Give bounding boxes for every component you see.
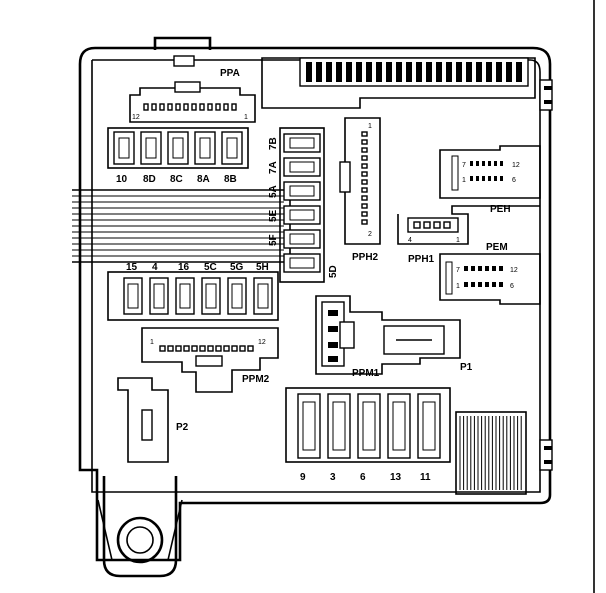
fuse-row-bottom	[285, 387, 451, 463]
fuse-label: 8A	[197, 174, 210, 185]
fuse	[140, 131, 162, 165]
fuse-label: 9	[300, 472, 306, 483]
latch-upper	[539, 79, 553, 111]
fuse	[327, 393, 351, 459]
fuse-label: 13	[390, 472, 402, 483]
ppm1-label: PPM1	[352, 368, 380, 379]
pph1-label: PPH1	[408, 254, 435, 265]
fuse-label: 8C	[170, 174, 183, 185]
p1-label: P1	[460, 362, 473, 373]
connector-ppm2: 1 12 PPM2	[141, 327, 279, 393]
fuse	[167, 131, 189, 165]
pem-pin-12: 12	[510, 267, 518, 274]
fuse-label: 11	[420, 472, 431, 483]
pph2-pin-1: 1	[368, 123, 372, 130]
fuse	[387, 393, 411, 459]
fuse-label: 10	[116, 174, 128, 185]
fuse-row-middle	[107, 271, 279, 321]
pem-pin-1: 1	[456, 283, 460, 290]
fuse-label: 7A	[268, 161, 279, 174]
connector-pem: 7 12 1 6 PEM	[439, 242, 541, 305]
peh-pin-6: 6	[512, 177, 516, 184]
ppm2-pin-12: 12	[258, 339, 266, 346]
fuse	[283, 229, 321, 249]
peh-pin-7: 7	[462, 162, 466, 169]
peh-label: PEH	[490, 204, 511, 215]
connector-peh: 7 12 1 6 PEH	[439, 145, 541, 215]
connector-pph2: 1 2 PPH2	[339, 117, 381, 263]
ppm2-pin-1: 1	[150, 339, 154, 346]
main-connector-block	[261, 57, 536, 109]
fuse-label: 5D	[328, 265, 339, 278]
fuse	[417, 393, 441, 459]
fuse-label: 16	[178, 262, 190, 273]
fuse	[357, 393, 381, 459]
mounting-stud	[97, 476, 183, 578]
pph2-label: PPH2	[352, 252, 379, 263]
fuse-label: 5C	[204, 262, 217, 273]
ppa-pin-12: 12	[132, 114, 140, 121]
pem-label: PEM	[486, 242, 508, 253]
pem-pin-6: 6	[510, 283, 514, 290]
pph2-pin-2: 2	[368, 231, 372, 238]
pph1-pin-1: 1	[456, 237, 460, 244]
connector-ppm1: PPM1 P1	[315, 295, 473, 379]
top-tab	[153, 36, 212, 67]
fuse-label: 5E	[268, 209, 279, 222]
fuse-label: 5H	[256, 262, 269, 273]
fuse-label: 3	[330, 472, 336, 483]
fuse-label: 15	[126, 262, 138, 273]
fuse	[227, 277, 247, 315]
fuse	[201, 277, 221, 315]
ppa-label: PPA	[220, 68, 240, 79]
connector-pph1: 4 1 PPH1	[397, 205, 540, 265]
connector-p2: P2	[117, 377, 189, 463]
peh-pin-1: 1	[462, 177, 466, 184]
p2-label: P2	[176, 422, 189, 433]
ppa-pin-1: 1	[244, 114, 248, 121]
fuse	[149, 277, 169, 315]
latch-lower	[539, 439, 553, 471]
wire-harness	[72, 189, 291, 263]
fuse	[113, 131, 135, 165]
connector-ppa: 12 1 PPA	[129, 68, 256, 123]
fuse-label: 8D	[143, 174, 156, 185]
pph1-pin-4: 4	[408, 237, 412, 244]
fuse	[283, 157, 321, 177]
hatched-block	[455, 411, 527, 495]
fuse-label: 8B	[224, 174, 237, 185]
fuse	[283, 253, 321, 273]
mounting-hole	[116, 516, 164, 564]
fuse-column-vertical	[279, 127, 325, 283]
fuse-label: 6	[360, 472, 366, 483]
fuse-label: 4	[152, 262, 158, 273]
fuse	[123, 277, 143, 315]
fuse-label: 5F	[268, 234, 279, 246]
fuse	[283, 205, 321, 225]
fuse-label: 5G	[230, 262, 244, 273]
fuse-label: 5A	[268, 185, 279, 198]
pem-pin-7: 7	[456, 267, 460, 274]
fuse	[297, 393, 321, 459]
fuse	[283, 133, 321, 153]
fuse	[221, 131, 243, 165]
ppm2-label: PPM2	[242, 374, 270, 385]
fuse	[283, 181, 321, 201]
fuse-row-top	[107, 127, 249, 169]
fuse	[194, 131, 216, 165]
peh-pin-12: 12	[512, 162, 520, 169]
fuse	[175, 277, 195, 315]
fuse-box-housing	[78, 46, 553, 562]
fuse-label: 7B	[268, 137, 279, 150]
fuse	[253, 277, 273, 315]
